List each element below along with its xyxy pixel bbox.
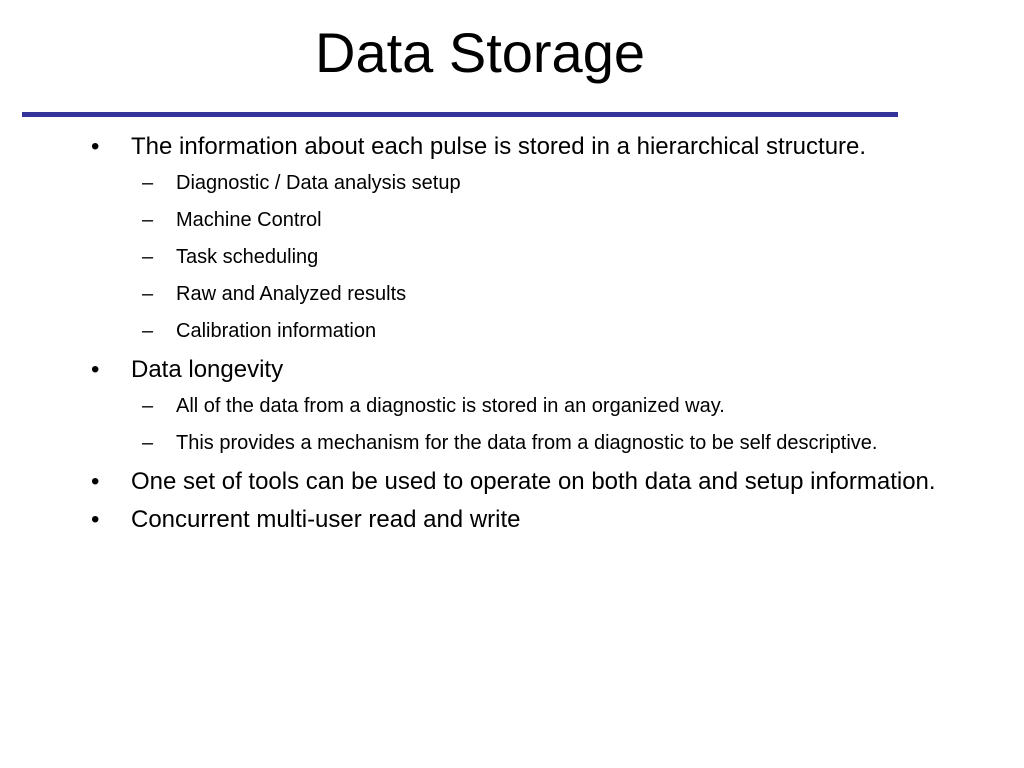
sub-item-text: Diagnostic / Data analysis setup — [176, 172, 461, 194]
sub-list: – Diagnostic / Data analysis setup – Mac… — [0, 168, 1024, 347]
dash-marker: – — [142, 209, 154, 231]
bullet-text: Data longevity — [131, 356, 284, 383]
dash-marker: – — [142, 432, 154, 454]
sub-list: – All of the data from a diagnostic is s… — [0, 391, 1024, 459]
sub-item: – Raw and Analyzed results — [0, 279, 1024, 310]
title-underline — [22, 112, 898, 117]
dash-marker: – — [142, 320, 154, 342]
dash-marker: – — [142, 246, 154, 268]
bullet-marker: • — [91, 468, 100, 495]
sub-item-text: Machine Control — [176, 209, 322, 231]
dash-marker: – — [142, 395, 154, 417]
bullet-item: • The information about each pulse is st… — [0, 130, 1024, 164]
sub-item: – This provides a mechanism for the data… — [0, 428, 1024, 459]
sub-item-text: All of the data from a diagnostic is sto… — [176, 395, 725, 417]
sub-item-text: Raw and Analyzed results — [176, 283, 407, 305]
bullet-marker: • — [91, 133, 100, 160]
sub-item-text: This provides a mechanism for the data f… — [176, 432, 878, 454]
dash-marker: – — [142, 283, 154, 305]
bullet-item: • One set of tools can be used to operat… — [0, 465, 1024, 499]
bullet-item: • Data longevity — [0, 353, 1024, 387]
bullet-text: The information about each pulse is stor… — [131, 133, 867, 160]
sub-item: – Machine Control — [0, 205, 1024, 236]
sub-item: – Task scheduling — [0, 242, 1024, 273]
bullet-marker: • — [91, 506, 100, 533]
sub-item: – All of the data from a diagnostic is s… — [0, 391, 1024, 422]
bullet-item: • Concurrent multi-user read and write — [0, 503, 1024, 537]
sub-item-text: Task scheduling — [176, 246, 319, 268]
slide-title: Data Storage — [315, 21, 645, 84]
bullet-text: Concurrent multi-user read and write — [131, 506, 521, 533]
bullet-text: One set of tools can be used to operate … — [131, 468, 936, 495]
sub-item: – Diagnostic / Data analysis setup — [0, 168, 1024, 199]
sub-item-text: Calibration information — [176, 320, 377, 342]
bullet-list: • The information about each pulse is st… — [0, 130, 1024, 541]
bullet-marker: • — [91, 356, 100, 383]
sub-item: – Calibration information — [0, 316, 1024, 347]
dash-marker: – — [142, 172, 154, 194]
